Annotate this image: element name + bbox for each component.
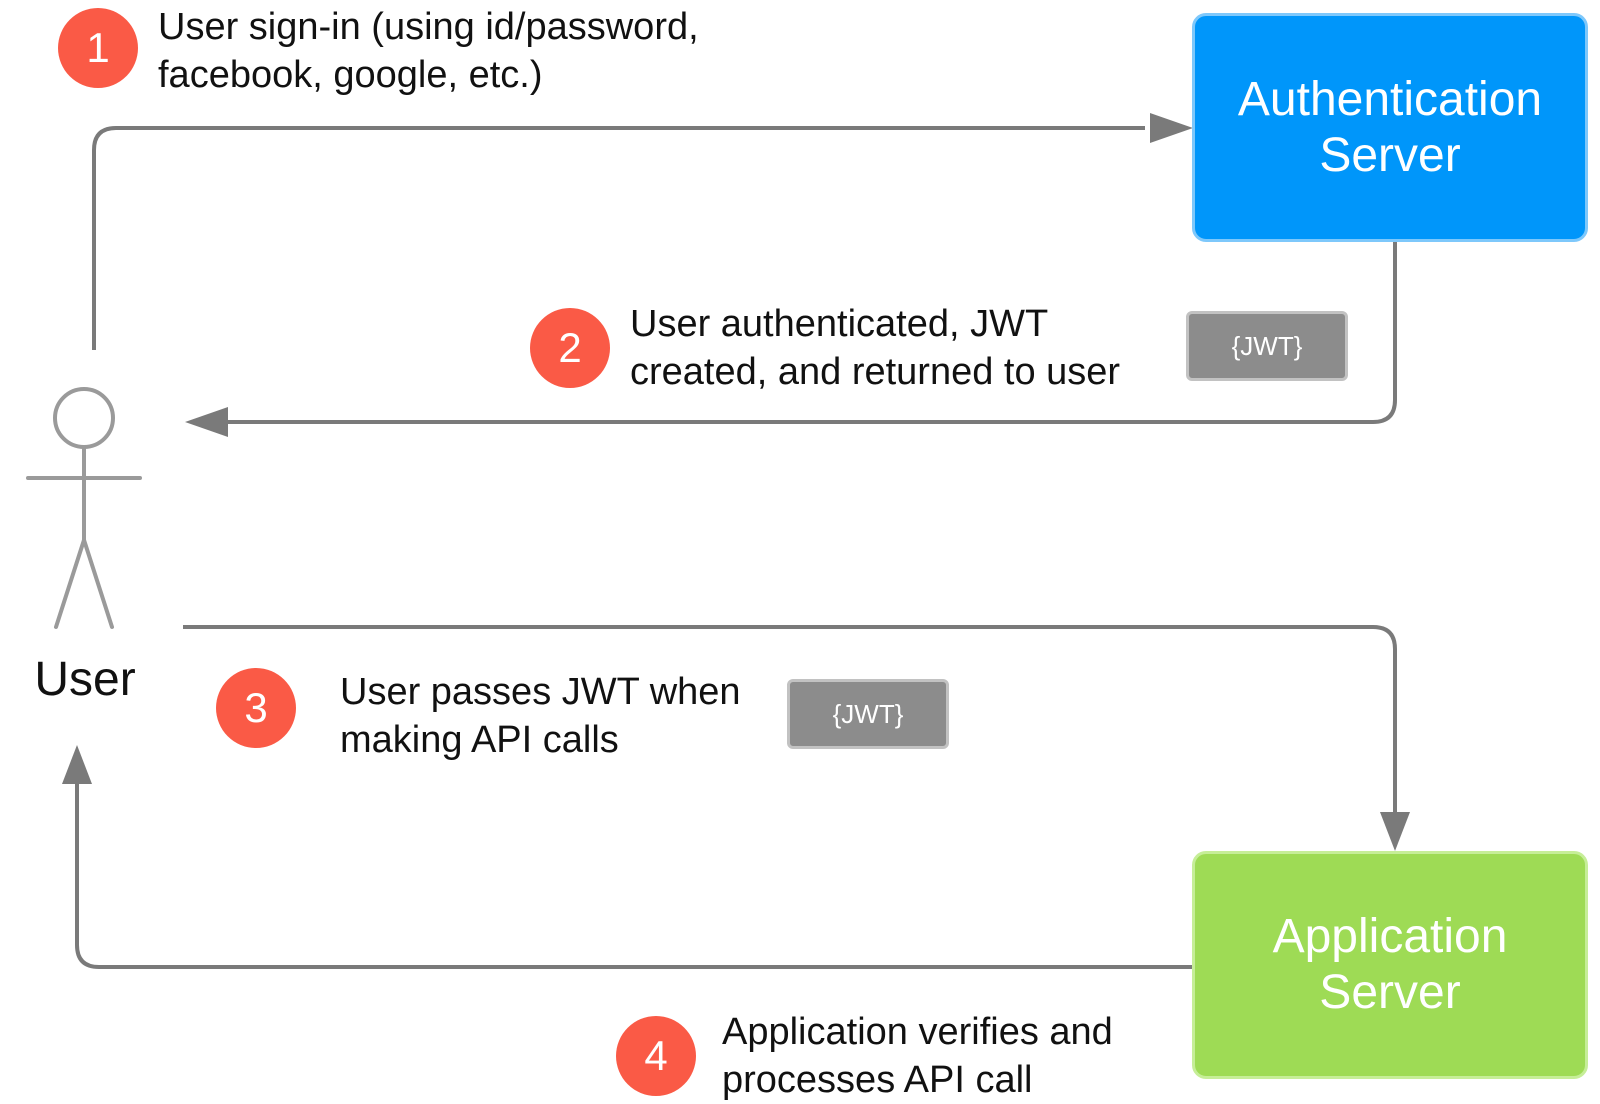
- arrowhead-signin: [1150, 113, 1193, 143]
- authentication-server-label: Authentication Server: [1237, 72, 1543, 182]
- authentication-server: Authentication Server: [1192, 13, 1588, 242]
- stick-figure-icon: [26, 387, 142, 629]
- step-4-badge: 4: [616, 1016, 696, 1096]
- arrow-api-call: [183, 625, 1397, 812]
- arrowhead-api-response: [62, 745, 92, 784]
- step-2-text: User authenticated, JWT created, and ret…: [630, 303, 1121, 393]
- jwt-token-chip-step-3: {JWT}: [787, 679, 949, 749]
- arrow-api-response: [75, 784, 1192, 969]
- step-3-text: User passes JWT when making API calls: [340, 671, 741, 761]
- arrow-signin: [92, 126, 1145, 350]
- step-1-badge: 1: [58, 8, 138, 88]
- application-server-label: Application Server: [1272, 910, 1508, 1019]
- application-server: Application Server: [1192, 851, 1588, 1079]
- arrowhead-api-call: [1380, 812, 1410, 851]
- step-2-badge: 2: [530, 308, 610, 388]
- user-label: User: [34, 653, 136, 706]
- arrow-jwt-return: [225, 242, 1397, 424]
- step-1-text: User sign-in (using id/password, faceboo…: [158, 6, 699, 96]
- jwt-token-chip-step-2: {JWT}: [1186, 311, 1348, 381]
- arrowhead-jwt-return: [185, 407, 228, 437]
- step-3-badge: 3: [216, 668, 296, 748]
- step-4-text: Application verifies and processes API c…: [722, 1011, 1113, 1101]
